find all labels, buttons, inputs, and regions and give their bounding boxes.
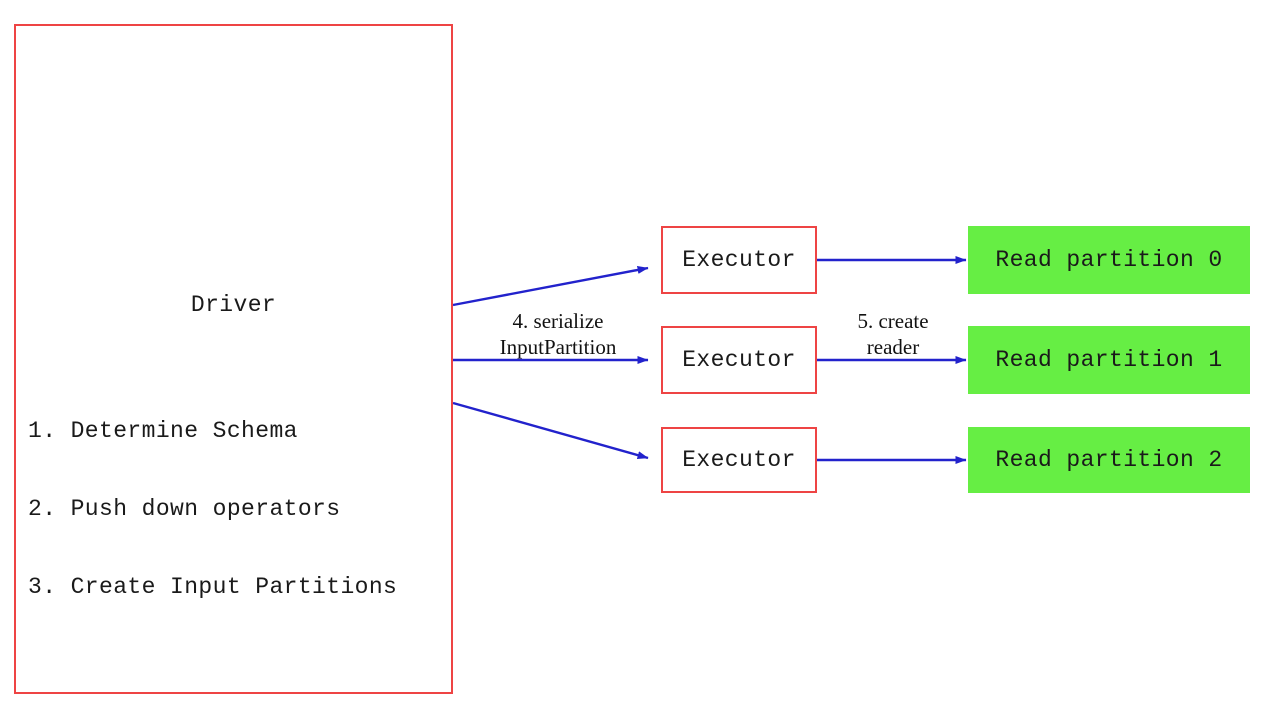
executor-label-2: Executor <box>682 447 796 473</box>
partition-box-2: Read partition 2 <box>968 427 1250 493</box>
driver-title: Driver <box>190 292 277 318</box>
driver-content: Driver 1. Determine Schema 2. Push down … <box>16 26 451 692</box>
arrow-driver-to-executor-2 <box>452 401 649 460</box>
executor-label-1: Executor <box>682 347 796 373</box>
executor-box-1: Executor <box>661 326 817 394</box>
partition-box-0: Read partition 0 <box>968 226 1250 294</box>
partition-label-2: Read partition 2 <box>995 447 1223 473</box>
driver-box: Driver 1. Determine Schema 2. Push down … <box>14 24 453 694</box>
driver-step-3: 3. Create Input Partitions <box>28 574 398 600</box>
edge-label-serialize: 4. serialize InputPartition <box>462 308 654 360</box>
edge-label-serialize-line1: 4. serialize <box>512 309 604 333</box>
partition-box-1: Read partition 1 <box>968 326 1250 394</box>
edge-label-create-reader-line2: reader <box>866 335 920 359</box>
partition-label-1: Read partition 1 <box>995 347 1223 373</box>
edge-label-serialize-line2: InputPartition <box>499 335 617 359</box>
driver-step-1: 1. Determine Schema <box>28 418 298 444</box>
driver-step-list: 1. Determine Schema 2. Push down operato… <box>28 366 397 652</box>
edge-label-create-reader-line1: 5. create <box>857 309 929 333</box>
executor-box-0: Executor <box>661 226 817 294</box>
arrow-driver-to-executor-0 <box>452 266 649 307</box>
driver-step-2: 2. Push down operators <box>28 496 341 522</box>
partition-label-0: Read partition 0 <box>995 247 1223 273</box>
edge-label-create-reader: 5. create reader <box>826 308 960 360</box>
executor-box-2: Executor <box>661 427 817 493</box>
executor-label-0: Executor <box>682 247 796 273</box>
